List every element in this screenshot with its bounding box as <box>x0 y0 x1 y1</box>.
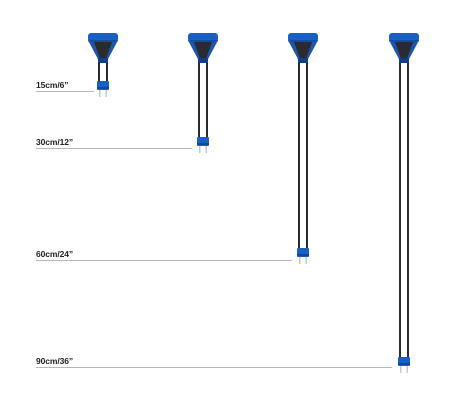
guide-line-30cm <box>36 148 192 149</box>
probe-size-label-30cm: 30cm/12” <box>36 137 74 147</box>
soil-probe-30cm-icon <box>188 33 218 153</box>
soil-probe-60cm-icon <box>288 33 318 264</box>
guide-line-60cm <box>36 260 292 261</box>
probe-size-label-90cm: 90cm/36” <box>36 356 74 366</box>
guide-line-90cm <box>36 367 392 368</box>
soil-probe-15cm-icon <box>88 33 118 97</box>
guide-line-15cm <box>36 91 94 92</box>
probe-size-label-60cm: 60cm/24” <box>36 249 74 259</box>
probe-size-label-15cm: 15cm/6” <box>36 80 69 90</box>
soil-probe-90cm-icon <box>389 33 419 373</box>
